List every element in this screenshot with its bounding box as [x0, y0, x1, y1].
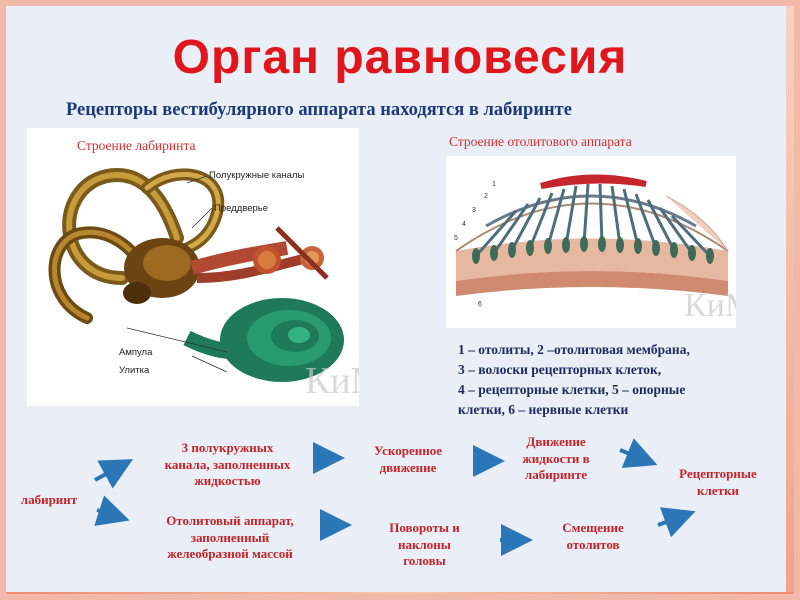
otolith-panel-title: Строение отолитового аппарата: [449, 134, 632, 150]
otolith-num-2: 2: [484, 193, 488, 200]
flow-node-text: заполненный: [130, 530, 330, 547]
flow-node-text: лабиринт: [4, 492, 94, 509]
flow-node-text: 3 полукружных: [135, 440, 320, 457]
flow-node-text: жидкости в: [506, 451, 606, 468]
arrow-fluid-to-receptors: [620, 450, 650, 462]
flow-node-text: лабиринте: [506, 467, 606, 484]
slide-title: Орган равновесия: [0, 30, 800, 85]
decor-strip-bottom: [0, 592, 800, 600]
otolith-num-6: 6: [478, 301, 482, 308]
flow-node-otolith-shift: Смещение отолитов: [538, 520, 648, 553]
flow-node-text: клетки: [663, 483, 773, 500]
label-vestibule: Преддверье: [214, 203, 268, 214]
flow-node-text: Рецепторные: [663, 466, 773, 483]
labyrinth-image-panel: Строение лабиринта КиМ Полукружны: [27, 128, 359, 406]
label-ampulla: Ампула: [119, 347, 152, 358]
flow-node-labyrinth: лабиринт: [4, 492, 94, 509]
flow-node-receptors: Рецепторные клетки: [663, 466, 773, 499]
flow-node-text: отолитов: [538, 537, 648, 554]
flow-node-text: Смещение: [538, 520, 648, 537]
otolith-image-panel: 1 2 3 4 5 6 КиМ: [446, 156, 736, 328]
flow-node-acceleration: Ускоренное движение: [358, 443, 458, 476]
arrow-shift-to-receptors: [658, 514, 688, 525]
flow-node-text: Повороты и: [372, 520, 477, 537]
labyrinth-illustration: КиМ: [27, 128, 359, 406]
legend-line: 3 – волоски рецепторных клеток,: [458, 360, 778, 380]
slide-subtitle: Рецепторы вестибулярного аппарата находя…: [66, 100, 572, 121]
otolith-num-1: 1: [492, 181, 496, 188]
otolith-num-3: 3: [472, 207, 476, 214]
flow-node-text: жидкостью: [135, 473, 320, 490]
flow-node-fluid-movement: Движение жидкости в лабиринте: [506, 434, 606, 484]
label-cochlea: Улитка: [119, 365, 149, 376]
flow-node-text: головы: [372, 553, 477, 570]
flow-node-text: Ускоренное: [358, 443, 458, 460]
legend-line: 4 – рецепторные клетки, 5 – опорные: [458, 380, 778, 400]
flow-node-text: канала, заполненных: [135, 457, 320, 474]
legend-line: клетки, 6 – нервные клетки: [458, 400, 778, 420]
labyrinth-watermark: КиМ: [305, 360, 359, 402]
flow-node-head-turns: Повороты и наклоны головы: [372, 520, 477, 570]
flow-node-semicircular: 3 полукружных канала, заполненных жидкос…: [135, 440, 320, 490]
flow-node-otolith-apparatus: Отолитовый аппарат, заполненный желеобра…: [130, 513, 330, 563]
otolith-num-4: 4: [462, 221, 466, 228]
otolith-illustration: 1 2 3 4 5 6 КиМ: [446, 156, 736, 328]
decor-strip-right: [786, 0, 800, 600]
flow-node-text: желеобразной массой: [130, 546, 330, 563]
otolith-num-5: 5: [454, 235, 458, 242]
otolith-legend: 1 – отолиты, 2 –отолитовая мембрана, 3 –…: [458, 340, 778, 420]
label-semicircular-canals: Полукружные каналы: [209, 170, 304, 181]
otolith-watermark: КиМ: [684, 287, 736, 324]
arrow-labyrinth-to-semicircular: [95, 463, 126, 480]
flow-node-text: Движение: [506, 434, 606, 451]
flow-node-text: Отолитовый аппарат,: [130, 513, 330, 530]
flow-node-text: наклоны: [372, 537, 477, 554]
arrow-labyrinth-to-otolith: [97, 510, 122, 518]
flow-node-text: движение: [358, 460, 458, 477]
legend-line: 1 – отолиты, 2 –отолитовая мембрана,: [458, 340, 778, 360]
